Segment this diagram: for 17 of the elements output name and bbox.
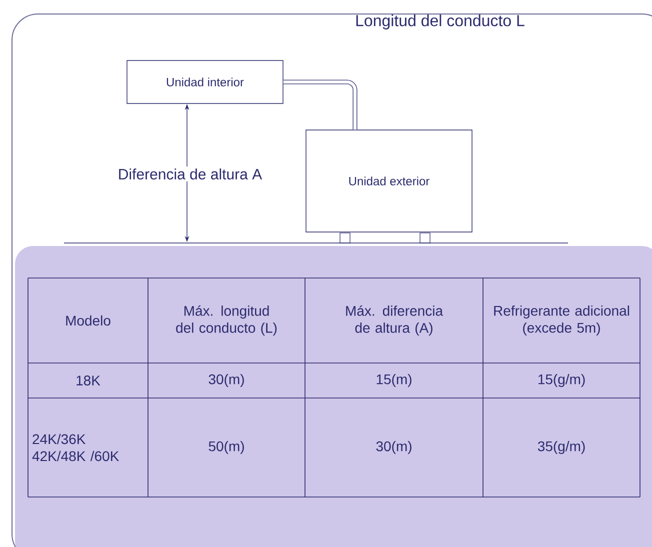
dimension-label: Diferencia de altura A [116,166,264,182]
value-text: 24K/36K 42K/48K /60K [32,434,120,462]
header-text: Refrigerante adicional (excede 5m) [494,305,630,336]
header-text: Modelo [66,315,110,326]
value-text: 18K [76,376,100,386]
header-text: Máx. longitud del conducto (L) [176,305,277,336]
value-text: 35(g/m) [538,440,585,454]
header-text: Máx. diferencia de altura (A) [346,305,444,336]
indoor-unit-box: Unidad interior [126,60,284,104]
edge-label: Longitud del conducto L [356,14,524,30]
value-text: 50(m) [208,440,244,454]
value-text: 15(m) [376,374,412,388]
value-text: 30(m) [208,374,244,388]
value-text: 30(m) [376,440,412,454]
pipe [283,80,358,130]
value-text: 15(g/m) [538,374,585,388]
outdoor-unit-box: Unidad exterior [306,130,472,232]
